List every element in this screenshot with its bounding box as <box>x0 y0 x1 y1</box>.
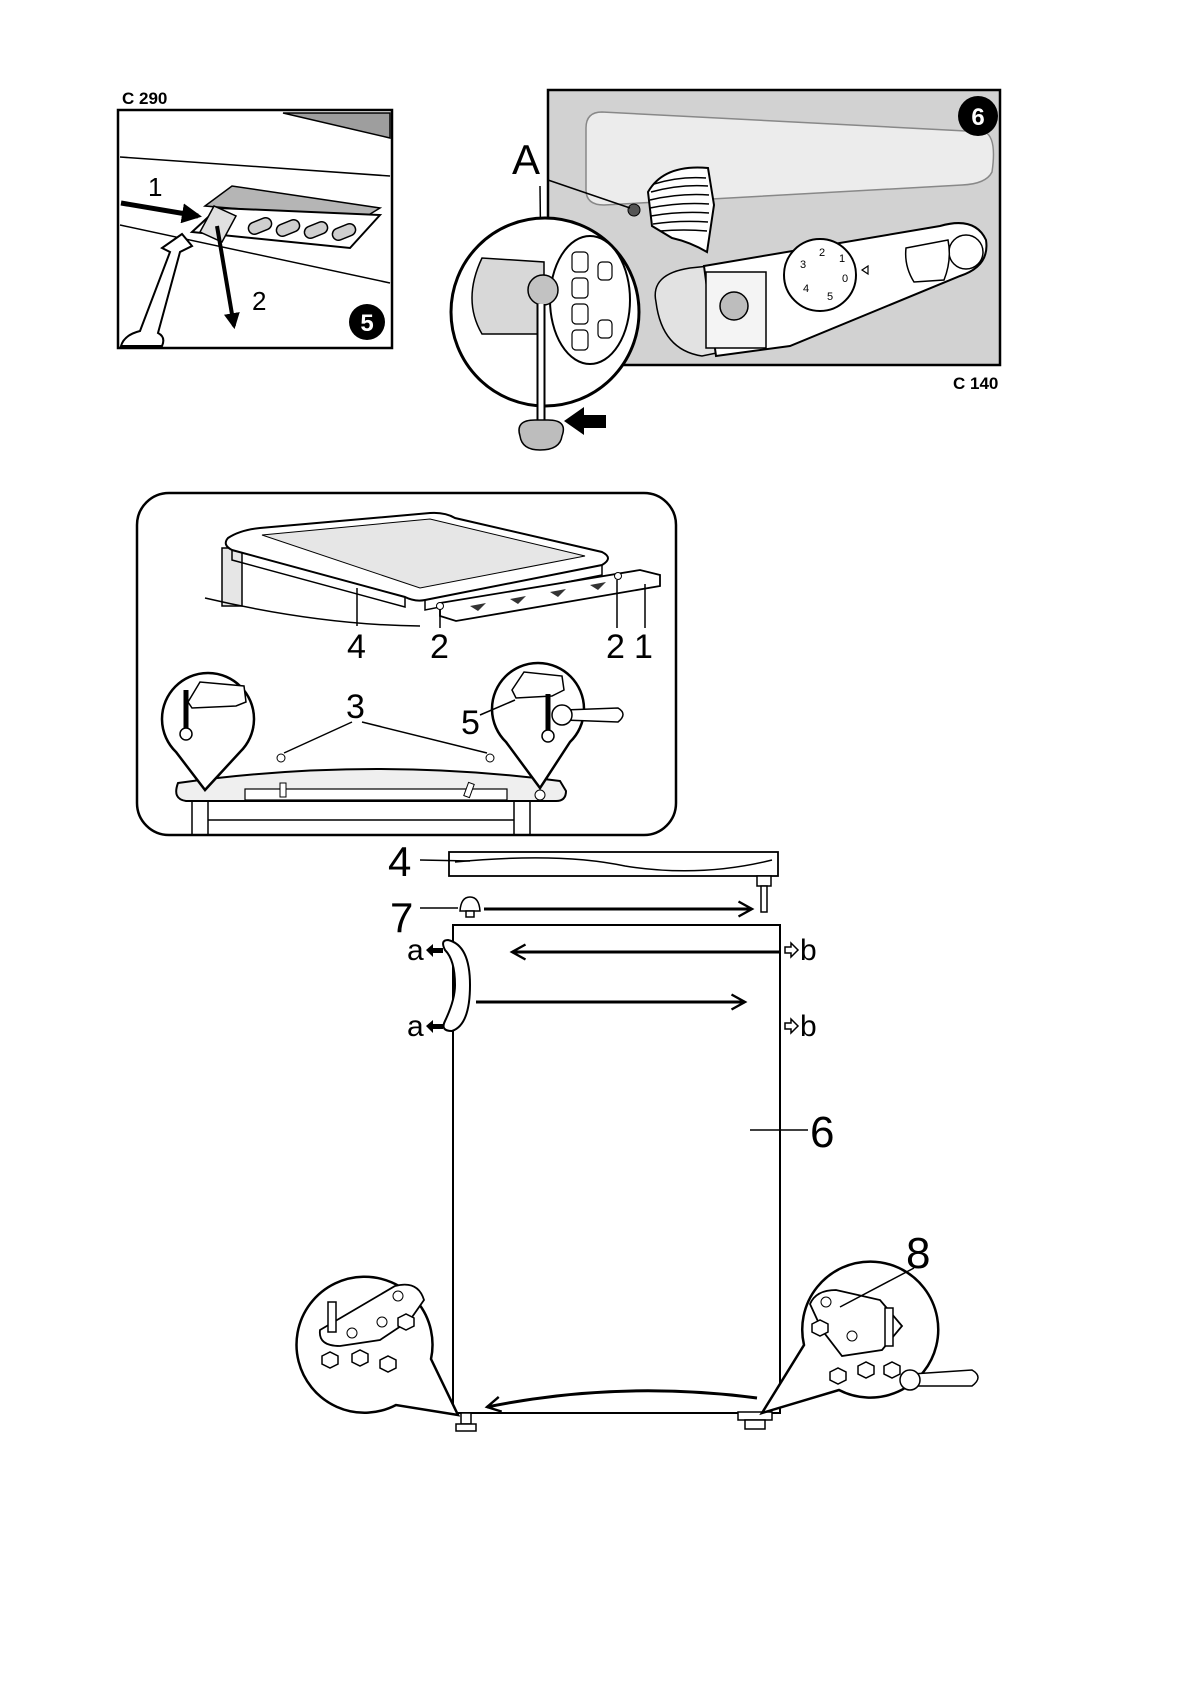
label-top-screws: 3 <box>346 688 365 726</box>
label-handle-top: a <box>407 934 424 967</box>
label-handle-bottom: a <box>407 1010 424 1043</box>
dial-mark-4: 4 <box>803 283 809 295</box>
dial-mark-1: 1 <box>839 253 845 265</box>
dial-mark-0: 0 <box>842 273 848 285</box>
figure-5-model-label: C 290 <box>122 89 167 108</box>
dial-mark-2: 2 <box>819 247 825 259</box>
label-screw-right: 2 <box>606 628 625 666</box>
step-1-label: 1 <box>148 172 162 202</box>
figure-6-model-label: C 140 <box>953 374 998 393</box>
figure-5-badge-number: 5 <box>360 310 373 337</box>
label-hinge: 8 <box>906 1229 930 1278</box>
top-screw-right <box>486 754 494 762</box>
hinge-hole <box>347 1328 357 1338</box>
hole-cap-stem <box>466 911 474 917</box>
rear-screw-right <box>615 573 622 580</box>
hinge-pin <box>761 886 767 912</box>
label-worktop: 4 <box>347 628 366 666</box>
magnified-clip <box>528 275 558 305</box>
magnified-grille <box>550 236 630 364</box>
screwdriver-handle <box>519 420 563 450</box>
wrench-jaw <box>900 1370 920 1390</box>
grille-tab <box>628 204 640 216</box>
label-rail: 1 <box>634 628 653 666</box>
hole-cap <box>460 897 480 911</box>
hinge-pin-left <box>328 1302 336 1332</box>
rear-screw-left <box>437 603 444 610</box>
dial-mark-3: 3 <box>800 259 806 271</box>
hinge-hole <box>821 1297 831 1307</box>
bottom-hinge-right <box>738 1412 772 1420</box>
bracket-bolt-front <box>535 790 545 800</box>
arrow-right-outline-icon <box>785 1019 798 1033</box>
foot-right-base <box>745 1420 765 1429</box>
label-bracket: 5 <box>461 704 480 742</box>
label-new-bottom: b <box>800 1010 817 1043</box>
label-door: 6 <box>810 1108 834 1157</box>
nut-left <box>180 728 192 740</box>
label-new-top: b <box>800 934 817 967</box>
lamp-bulb <box>720 292 748 320</box>
label-worktop-plate: 4 <box>388 838 411 885</box>
worktop-removal-panel: 4 2 2 1 3 5 <box>137 493 676 835</box>
foot-left-base <box>456 1424 476 1431</box>
leader-worktop-plate <box>420 860 470 861</box>
figure-5-lamp-cover-removal: C 290 1 2 5 <box>118 89 392 348</box>
arrow-left-icon <box>426 1020 443 1033</box>
figure-6-badge-number: 6 <box>971 104 984 131</box>
screw-slot-left <box>280 783 286 797</box>
nut-right <box>542 730 554 742</box>
figure-6-thermostat-lamp: 1 2 3 4 5 0 <box>451 90 1000 450</box>
arrow-left-icon <box>426 944 443 957</box>
door-panel <box>453 925 780 1413</box>
push-arrow-icon <box>564 407 606 435</box>
hinge-hole <box>393 1291 403 1301</box>
thermostat-window <box>906 240 950 282</box>
hinge-pin-nut <box>757 876 771 886</box>
arrow-right-outline-icon <box>785 943 798 957</box>
foot-left <box>461 1413 471 1424</box>
label-screw-left: 2 <box>430 628 449 666</box>
step-2-label: 2 <box>252 286 266 316</box>
dial-mark-5: 5 <box>827 291 833 303</box>
hinge-hole <box>847 1331 857 1341</box>
hinge-pin-right <box>885 1308 893 1346</box>
wrench-jaw <box>552 705 572 725</box>
callout-A-label: A <box>512 136 540 183</box>
top-screw-left <box>277 754 285 762</box>
door-reversal-diagram: 4 7 a a b b 6 <box>297 838 978 1431</box>
wrench-icon <box>564 708 623 722</box>
hinge-hole <box>377 1317 387 1327</box>
